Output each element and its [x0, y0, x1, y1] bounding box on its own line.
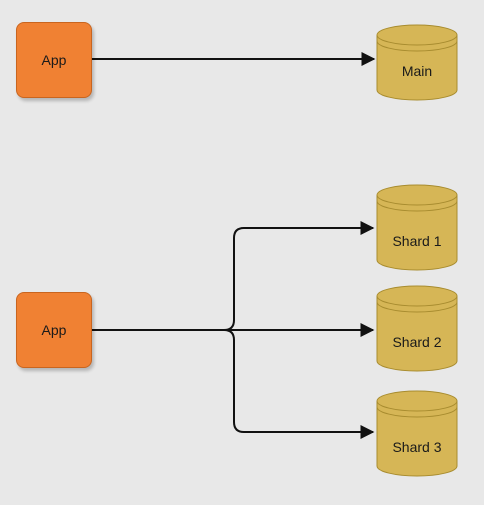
app-node-top-label: App — [41, 52, 67, 68]
app-node-bottom[interactable]: App — [16, 292, 92, 368]
database-main-label: Main — [401, 63, 433, 79]
database-shard-3-label: Shard 3 — [392, 439, 442, 455]
database-shard-1-icon — [376, 184, 458, 271]
database-shard-1-label: Shard 1 — [392, 233, 442, 249]
app-node-top[interactable]: App — [16, 22, 92, 98]
connector-app-to-shard-3 — [92, 329, 375, 439]
connector-app-to-shard-1 — [92, 221, 375, 331]
app-node-bottom-label: App — [41, 322, 67, 338]
database-shard-2-icon — [376, 285, 458, 372]
database-shard-3-icon — [376, 390, 458, 477]
database-shard-2-label: Shard 2 — [392, 334, 442, 350]
database-main-icon — [376, 24, 458, 101]
